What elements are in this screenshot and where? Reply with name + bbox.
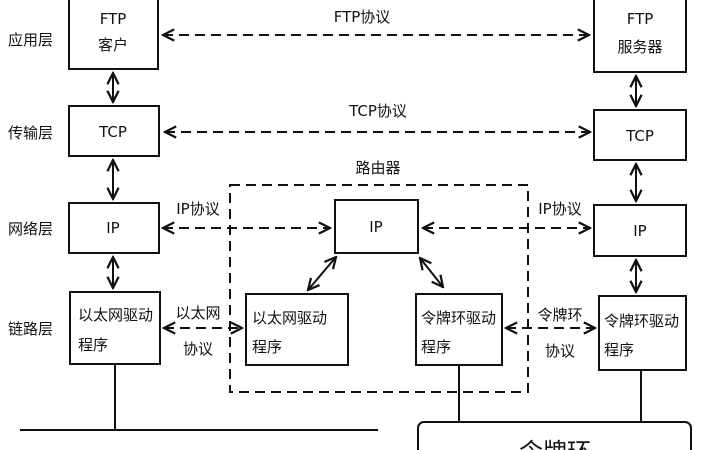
token-ring-network-box [417, 421, 692, 450]
client-ftp-sublabel: 客户 [98, 36, 128, 54]
server-ftp-sublabel: 服务器 [617, 38, 662, 56]
ip-protocol-right-label: IP协议 [538, 200, 581, 218]
router-token-ring-driver-box: 令牌环驱动 程序 [415, 293, 503, 366]
ip-protocol-left-label: IP协议 [176, 200, 219, 218]
router-ip-tr-arrow [420, 258, 443, 287]
ftp-protocol-label: FTP协议 [334, 8, 391, 26]
client-ip-box: IP [68, 202, 160, 254]
client-tcp-box: TCP [68, 105, 160, 157]
router-boundary [229, 184, 529, 393]
token-ring-network-label: 令牌环 [519, 438, 591, 450]
server-tcp-label: TCP [625, 127, 654, 145]
router-ip-label: IP [369, 218, 382, 236]
server-token-ring-driver-box: 令牌环驱动 程序 [598, 295, 687, 371]
layer-label-network: 网络层 [8, 220, 53, 238]
server-ip-label: IP [633, 222, 646, 240]
client-ftp-box: FTP 客户 [68, 0, 159, 70]
client-ip-label: IP [106, 219, 119, 237]
router-title: 路由器 [355, 159, 400, 177]
router-ip-box: IP [334, 199, 419, 254]
router-ip-eth-arrow [308, 257, 336, 290]
router-tr-label: 令牌环驱动 [421, 309, 496, 327]
ethernet-protocol-sublabel: 协议 [183, 340, 213, 358]
server-tcp-box: TCP [593, 109, 687, 161]
token-ring-protocol-sublabel: 协议 [545, 342, 575, 360]
router-eth-label: 以太网驱动 [252, 309, 327, 327]
server-driver-label: 令牌环驱动 [604, 312, 679, 330]
server-ip-box: IP [593, 204, 687, 257]
token-ring-protocol-label: 令牌环 [537, 306, 582, 324]
router-tr-sublabel: 程序 [421, 338, 451, 356]
layer-label-link: 链路层 [8, 320, 53, 338]
router-eth-sublabel: 程序 [252, 338, 282, 356]
server-ftp-box: FTP 服务器 [593, 0, 687, 73]
tcp-protocol-label: TCP协议 [348, 102, 407, 120]
ethernet-protocol-label: 以太网 [175, 304, 220, 322]
server-ftp-label: FTP [627, 10, 654, 28]
client-ftp-label: FTP [100, 10, 127, 28]
layer-label-application: 应用层 [8, 31, 53, 49]
client-driver-sublabel: 程序 [78, 336, 108, 354]
layer-label-transport: 传输层 [8, 124, 53, 142]
client-tcp-label: TCP [98, 123, 127, 141]
client-ethernet-driver-box: 以太网驱动 程序 [69, 291, 161, 365]
client-driver-label: 以太网驱动 [78, 306, 153, 324]
server-driver-sublabel: 程序 [604, 341, 634, 359]
router-ethernet-driver-box: 以太网驱动 程序 [245, 293, 349, 366]
